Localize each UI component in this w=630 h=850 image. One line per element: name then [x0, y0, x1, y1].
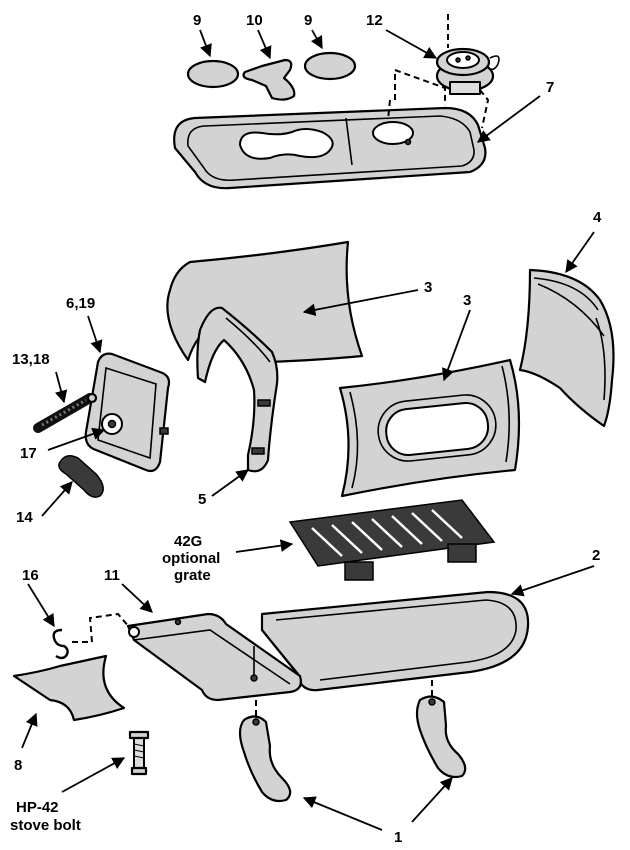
leg-left: [238, 715, 292, 803]
label-4: 4: [593, 209, 602, 226]
bottom-plate: [260, 590, 530, 692]
leg-right: [415, 695, 467, 779]
label-11: 11: [104, 567, 120, 584]
front-door: [84, 352, 171, 473]
hook: [52, 628, 69, 660]
door-latch: [58, 455, 104, 498]
label-stove-bolt: stove bolt: [10, 817, 81, 834]
label-7: 7: [546, 79, 554, 96]
door-handle-spring: [33, 392, 98, 433]
label-13-18: 13,18: [12, 351, 50, 368]
lid-left: [186, 59, 240, 89]
label-6-19: 6,19: [66, 295, 95, 312]
label-3-side: 3: [463, 292, 471, 309]
label-1: 1: [394, 829, 402, 846]
front-frame: [196, 306, 279, 473]
label-8: 8: [14, 757, 22, 774]
label-5: 5: [198, 491, 206, 508]
lid-right: [303, 51, 357, 81]
stove-collar: [435, 47, 500, 95]
label-3-back: 3: [424, 279, 432, 296]
leader-lines: [21, 29, 595, 831]
top-plate: [173, 106, 487, 190]
rear-curved-panel: [518, 268, 615, 428]
label-16: 16: [22, 567, 39, 584]
label-14: 14: [16, 509, 33, 526]
label-9-right: 9: [304, 12, 312, 29]
label-42g: 42G: [174, 533, 202, 550]
label-grate: grate: [174, 567, 211, 584]
lid-lifter: [242, 58, 296, 101]
side-panel: [338, 358, 521, 498]
label-10: 10: [246, 12, 263, 29]
part-labels: 9 10 9 12 7 4 3 3 6,19 13,18 17 14 5 42G…: [10, 12, 602, 846]
ash-shelf: [12, 654, 126, 722]
label-17: 17: [20, 445, 37, 462]
label-hp-42: HP-42: [16, 799, 59, 816]
label-9-left: 9: [193, 12, 201, 29]
label-optional: optional: [162, 550, 220, 567]
front-sill: [126, 612, 302, 702]
optional-grate: [288, 499, 496, 581]
label-12: 12: [366, 12, 383, 29]
label-2: 2: [592, 547, 600, 564]
stove-bolt: [128, 730, 150, 776]
